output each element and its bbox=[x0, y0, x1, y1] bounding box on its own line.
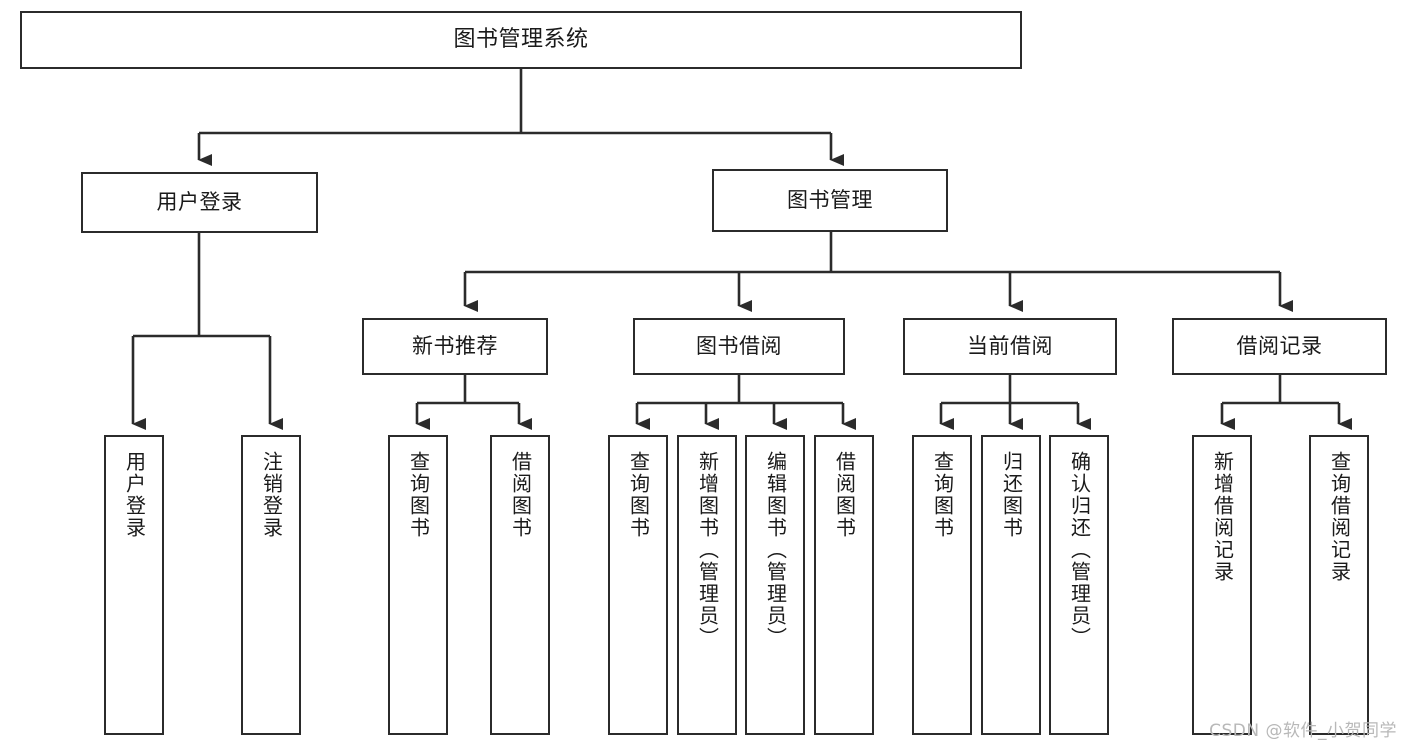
leaf-confirm-return-admin[interactable]: 确认归还（管理员） bbox=[1049, 435, 1109, 735]
leaf-logout-label: 注销登录 bbox=[259, 451, 284, 539]
node-new-book-recommend[interactable]: 新书推荐 bbox=[362, 318, 548, 375]
node-book-borrow[interactable]: 图书借阅 bbox=[633, 318, 845, 375]
leaf-borrow-book-newbook[interactable]: 借阅图书 bbox=[490, 435, 550, 735]
leaf-logout[interactable]: 注销登录 bbox=[241, 435, 301, 735]
node-current-borrow[interactable]: 当前借阅 bbox=[903, 318, 1117, 375]
leaf-query-book-borrow[interactable]: 查询图书 bbox=[608, 435, 668, 735]
node-borrow-record-label: 借阅记录 bbox=[1236, 333, 1323, 358]
leaf-confirm-return-admin-label: 确认归还（管理员） bbox=[1067, 451, 1092, 649]
leaf-add-book-admin-label: 新增图书（管理员） bbox=[695, 451, 720, 649]
leaf-borrow-book-newbook-label: 借阅图书 bbox=[508, 451, 533, 539]
leaf-user-login[interactable]: 用户登录 bbox=[104, 435, 164, 735]
node-book-management-label: 图书管理 bbox=[787, 187, 873, 212]
leaf-query-book-current-label: 查询图书 bbox=[930, 451, 955, 539]
node-book-management[interactable]: 图书管理 bbox=[712, 169, 948, 232]
leaf-query-borrow-record[interactable]: 查询借阅记录 bbox=[1309, 435, 1369, 735]
node-user-login[interactable]: 用户登录 bbox=[81, 172, 318, 233]
leaf-query-book-newbook[interactable]: 查询图书 bbox=[388, 435, 448, 735]
leaf-borrow-book-label: 借阅图书 bbox=[832, 451, 857, 539]
leaf-borrow-book[interactable]: 借阅图书 bbox=[814, 435, 874, 735]
leaf-query-borrow-record-label: 查询借阅记录 bbox=[1327, 451, 1352, 583]
node-book-borrow-label: 图书借阅 bbox=[696, 333, 782, 358]
leaf-add-borrow-record-label: 新增借阅记录 bbox=[1210, 451, 1235, 583]
leaf-query-book-borrow-label: 查询图书 bbox=[626, 451, 651, 539]
leaf-edit-book-admin-label: 编辑图书（管理员） bbox=[763, 451, 788, 649]
watermark-text: CSDN @软件_小贺同学 bbox=[1209, 721, 1397, 741]
leaf-add-book-admin[interactable]: 新增图书（管理员） bbox=[677, 435, 737, 735]
node-borrow-record[interactable]: 借阅记录 bbox=[1172, 318, 1387, 375]
leaf-user-login-label: 用户登录 bbox=[122, 451, 147, 539]
node-new-book-recommend-label: 新书推荐 bbox=[412, 333, 498, 358]
node-root-system[interactable]: 图书管理系统 bbox=[20, 11, 1022, 69]
leaf-query-book-newbook-label: 查询图书 bbox=[406, 451, 431, 539]
node-user-login-label: 用户登录 bbox=[156, 189, 243, 214]
leaf-return-book-label: 归还图书 bbox=[999, 451, 1024, 539]
leaf-return-book[interactable]: 归还图书 bbox=[981, 435, 1041, 735]
node-current-borrow-label: 当前借阅 bbox=[967, 333, 1053, 358]
leaf-edit-book-admin[interactable]: 编辑图书（管理员） bbox=[745, 435, 805, 735]
node-root-label: 图书管理系统 bbox=[453, 26, 589, 52]
leaf-query-book-current[interactable]: 查询图书 bbox=[912, 435, 972, 735]
leaf-add-borrow-record[interactable]: 新增借阅记录 bbox=[1192, 435, 1252, 735]
